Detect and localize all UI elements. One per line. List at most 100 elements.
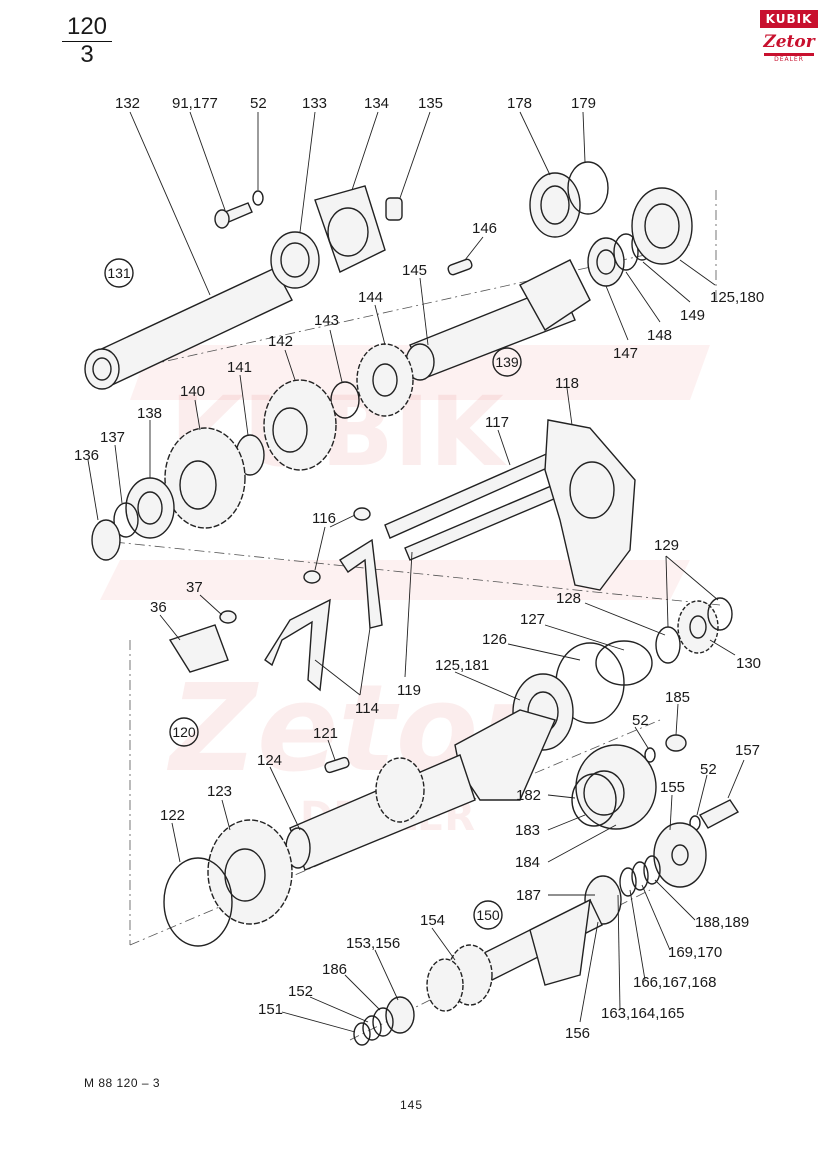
label-147: 147 bbox=[613, 345, 638, 362]
label-186: 186 bbox=[322, 961, 347, 978]
bolt-185 bbox=[665, 734, 687, 752]
label-119: 119 bbox=[397, 682, 421, 699]
label-52-right: 52 bbox=[700, 761, 717, 778]
label-133: 133 bbox=[302, 95, 327, 112]
dealer-logo: KUBIK Zetor DEALER bbox=[760, 10, 818, 66]
label-146: 146 bbox=[472, 220, 497, 237]
label-117: 117 bbox=[485, 414, 509, 431]
shaft-145 bbox=[405, 259, 591, 381]
part-labels: 132 91,177 52 133 134 135 178 179 146 14… bbox=[74, 95, 764, 1042]
detent-36-37 bbox=[168, 610, 237, 673]
page-number: 120 3 bbox=[62, 14, 112, 68]
seal-182 bbox=[571, 773, 617, 827]
bolt-157 bbox=[699, 799, 740, 829]
logo-zetor: Zetor bbox=[763, 32, 815, 52]
gear-144 bbox=[356, 343, 414, 417]
label-36: 36 bbox=[150, 599, 167, 616]
group-139-label: 139 bbox=[495, 354, 519, 370]
leader-lines bbox=[87, 111, 745, 1033]
label-185: 185 bbox=[665, 689, 690, 706]
label-138: 138 bbox=[137, 405, 162, 422]
group-139 bbox=[492, 347, 522, 377]
label-145: 145 bbox=[402, 262, 427, 279]
label-126: 126 bbox=[482, 631, 507, 648]
group-circles: 131 139 120 150 bbox=[104, 258, 522, 930]
label-134: 134 bbox=[364, 95, 389, 112]
label-188-189: 188,189 bbox=[695, 914, 749, 931]
plate-155 bbox=[653, 822, 707, 888]
group-131 bbox=[104, 258, 134, 288]
flange-184 bbox=[575, 744, 657, 830]
label-151: 151 bbox=[258, 1001, 283, 1018]
label-116: 116 bbox=[312, 510, 336, 527]
label-121: 121 bbox=[313, 725, 338, 742]
label-130: 130 bbox=[736, 655, 761, 672]
label-182: 182 bbox=[516, 787, 541, 804]
label-187: 187 bbox=[516, 887, 541, 904]
logo-bar bbox=[764, 53, 814, 56]
bearing-138 bbox=[125, 477, 175, 539]
ring-136 bbox=[91, 519, 121, 561]
bearing-147 bbox=[587, 237, 625, 287]
circlip-179 bbox=[567, 161, 609, 215]
gear-130 bbox=[677, 600, 719, 654]
label-91-177: 91,177 bbox=[172, 95, 218, 112]
label-124: 124 bbox=[257, 752, 282, 769]
label-52-top: 52 bbox=[250, 95, 267, 112]
label-183: 183 bbox=[515, 822, 540, 839]
spacer-stack bbox=[619, 855, 661, 897]
label-125-180: 125,180 bbox=[710, 289, 764, 306]
group-120 bbox=[169, 717, 199, 747]
label-137: 137 bbox=[100, 429, 125, 446]
ring-152 bbox=[362, 1015, 382, 1041]
gear-154 bbox=[426, 944, 493, 1012]
housing-118 bbox=[544, 419, 636, 591]
label-122: 122 bbox=[160, 807, 185, 824]
label-143: 143 bbox=[314, 312, 339, 329]
label-125-181: 125,181 bbox=[435, 657, 489, 674]
bearing-153 bbox=[385, 996, 415, 1034]
group-150 bbox=[473, 900, 503, 930]
label-142: 142 bbox=[268, 333, 293, 350]
label-184: 184 bbox=[515, 854, 540, 871]
sheet-number: 145 bbox=[400, 1098, 424, 1112]
label-152: 152 bbox=[288, 983, 313, 1000]
bearing-125-180 bbox=[631, 187, 693, 265]
ring-143 bbox=[330, 381, 360, 419]
label-127: 127 bbox=[520, 611, 545, 628]
label-140: 140 bbox=[180, 383, 205, 400]
label-129: 129 bbox=[654, 537, 679, 554]
washer-52b bbox=[644, 747, 656, 763]
label-52-mid: 52 bbox=[632, 712, 649, 729]
label-169-170: 169,170 bbox=[668, 944, 722, 961]
key-121 bbox=[324, 756, 350, 774]
circlip-122 bbox=[163, 857, 233, 947]
label-153-156: 153,156 bbox=[346, 935, 400, 952]
label-148: 148 bbox=[647, 327, 672, 344]
bearing-133 bbox=[270, 231, 320, 289]
gear-140 bbox=[164, 427, 246, 529]
gear-142 bbox=[263, 379, 337, 471]
pin-135 bbox=[385, 197, 403, 221]
label-132: 132 bbox=[115, 95, 140, 112]
drawing-code: M 88 120 – 3 bbox=[84, 1076, 161, 1090]
bolt-91 bbox=[214, 202, 253, 229]
label-128: 128 bbox=[556, 590, 581, 607]
label-154: 154 bbox=[420, 912, 445, 929]
bolt-116 bbox=[303, 507, 371, 584]
gear-cluster bbox=[375, 757, 425, 823]
label-141: 141 bbox=[227, 359, 252, 376]
label-37: 37 bbox=[186, 579, 203, 596]
group-150-label: 150 bbox=[476, 907, 500, 923]
key-146 bbox=[447, 258, 473, 276]
group-131-label: 131 bbox=[107, 265, 131, 281]
label-135: 135 bbox=[418, 95, 443, 112]
label-178: 178 bbox=[507, 95, 532, 112]
shaft-132 bbox=[84, 267, 293, 390]
group-120-label: 120 bbox=[172, 724, 196, 740]
label-163-164-165: 163,164,165 bbox=[601, 1005, 684, 1022]
page-number-sub: 3 bbox=[80, 41, 94, 68]
ring-186 bbox=[372, 1007, 394, 1037]
label-157: 157 bbox=[735, 742, 760, 759]
ring-148 bbox=[613, 233, 639, 271]
